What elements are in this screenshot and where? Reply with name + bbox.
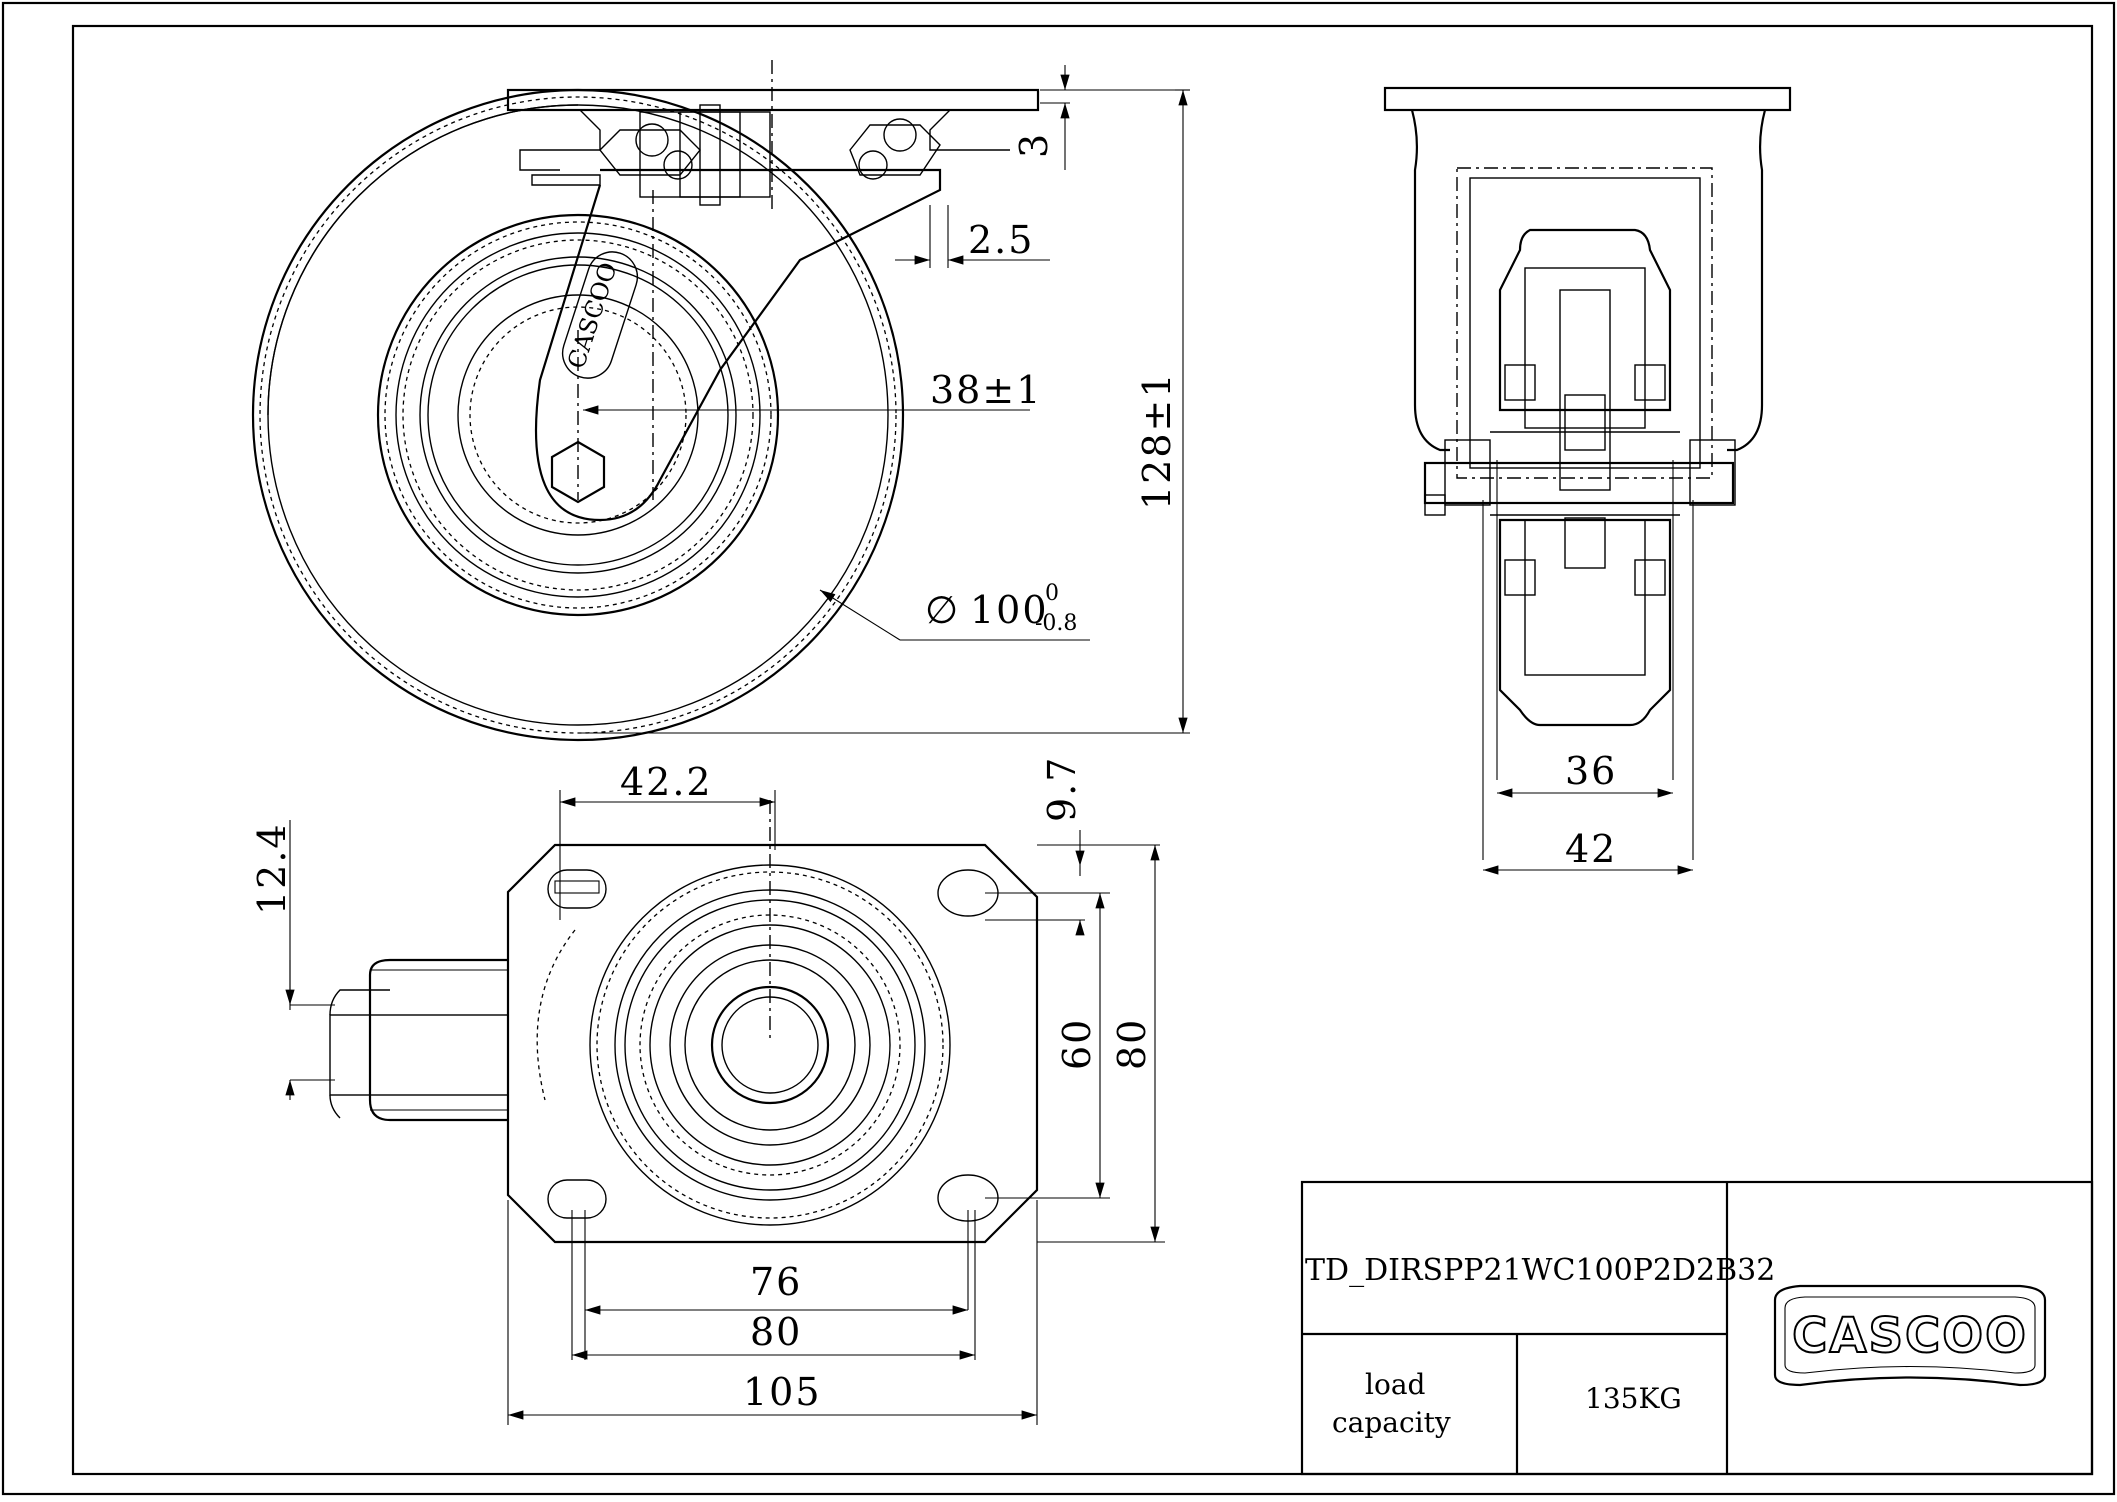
company-logo: CASCOO (1773, 1284, 2047, 1387)
side-bearing (1564, 394, 1606, 451)
load-value: 135KG (1585, 1382, 1682, 1415)
dim-wheel-tol-lower: -0.8 (1035, 611, 1077, 636)
dim-hole-spacing-x2: 80 (750, 1310, 802, 1354)
brake-pedal (368, 958, 508, 1122)
dim-plate-length: 105 (743, 1370, 822, 1414)
dim-brake-height: 12.4 (250, 822, 294, 915)
axle-hex-nut (550, 440, 606, 504)
dim-offset: 2.5 (968, 218, 1034, 262)
side-view-dimensions: 36 42 (1483, 749, 1693, 875)
dim-hole-spacing-x1: 76 (750, 1260, 802, 1304)
dim-slot-offset: 9.7 (1040, 756, 1084, 822)
dim-wheel-tol-upper: 0 (1045, 581, 1059, 606)
top-view-dimensions: 42.2 9.7 60 80 12.4 76 80 105 (250, 756, 1165, 1425)
load-label-line2: capacity (1332, 1406, 1451, 1439)
mount-slot (547, 869, 607, 909)
side-wheel-lower (1498, 518, 1672, 727)
side-axle (1423, 461, 1735, 505)
dim-plate-width-y: 80 (1110, 1018, 1154, 1070)
dim-swivel-offset: 38±1 (930, 368, 1042, 412)
dim-wheel-width: 36 (1565, 749, 1617, 793)
wheel-logo (561, 251, 639, 379)
logo-text: CASCOO (1792, 1308, 2028, 1364)
top-view (329, 800, 1039, 1244)
inner-border (71, 24, 2094, 1476)
dim-hole-offset: 42.2 (620, 760, 713, 804)
dim-wheel-diameter: 100 (970, 588, 1049, 632)
fork-leg (534, 168, 942, 522)
title-block: TD_DIRSPP21WC100P2D2B32 load capacity 13… (1300, 1180, 2094, 1476)
dim-diameter-symbol: ∅ (925, 588, 960, 632)
top-view-plate (506, 843, 1039, 1244)
dim-plate-thickness: 3 (1012, 132, 1056, 158)
front-view-dimensions: 3 2.5 38±1 128±1 ∅ 100 0 -0.8 (580, 65, 1190, 734)
dim-fork-width: 42 (1565, 827, 1617, 871)
bearing-ball (883, 118, 917, 152)
dim-hole-spacing-y: 60 (1055, 1018, 1099, 1070)
top-plate (506, 88, 1040, 112)
bearing-ball (635, 123, 669, 157)
part-number: TD_DIRSPP21WC100P2D2B32 (1305, 1253, 1775, 1288)
mount-slot (547, 1179, 607, 1219)
front-view: CASCOO (251, 60, 1040, 742)
side-view (1383, 86, 1792, 860)
side-wheel-upper (1498, 228, 1672, 412)
wheel-circles (251, 88, 905, 742)
side-top-plate (1383, 86, 1792, 112)
dim-total-height: 128±1 (1135, 371, 1179, 510)
load-label-line1: load (1365, 1368, 1426, 1401)
brake-lever (531, 174, 601, 186)
